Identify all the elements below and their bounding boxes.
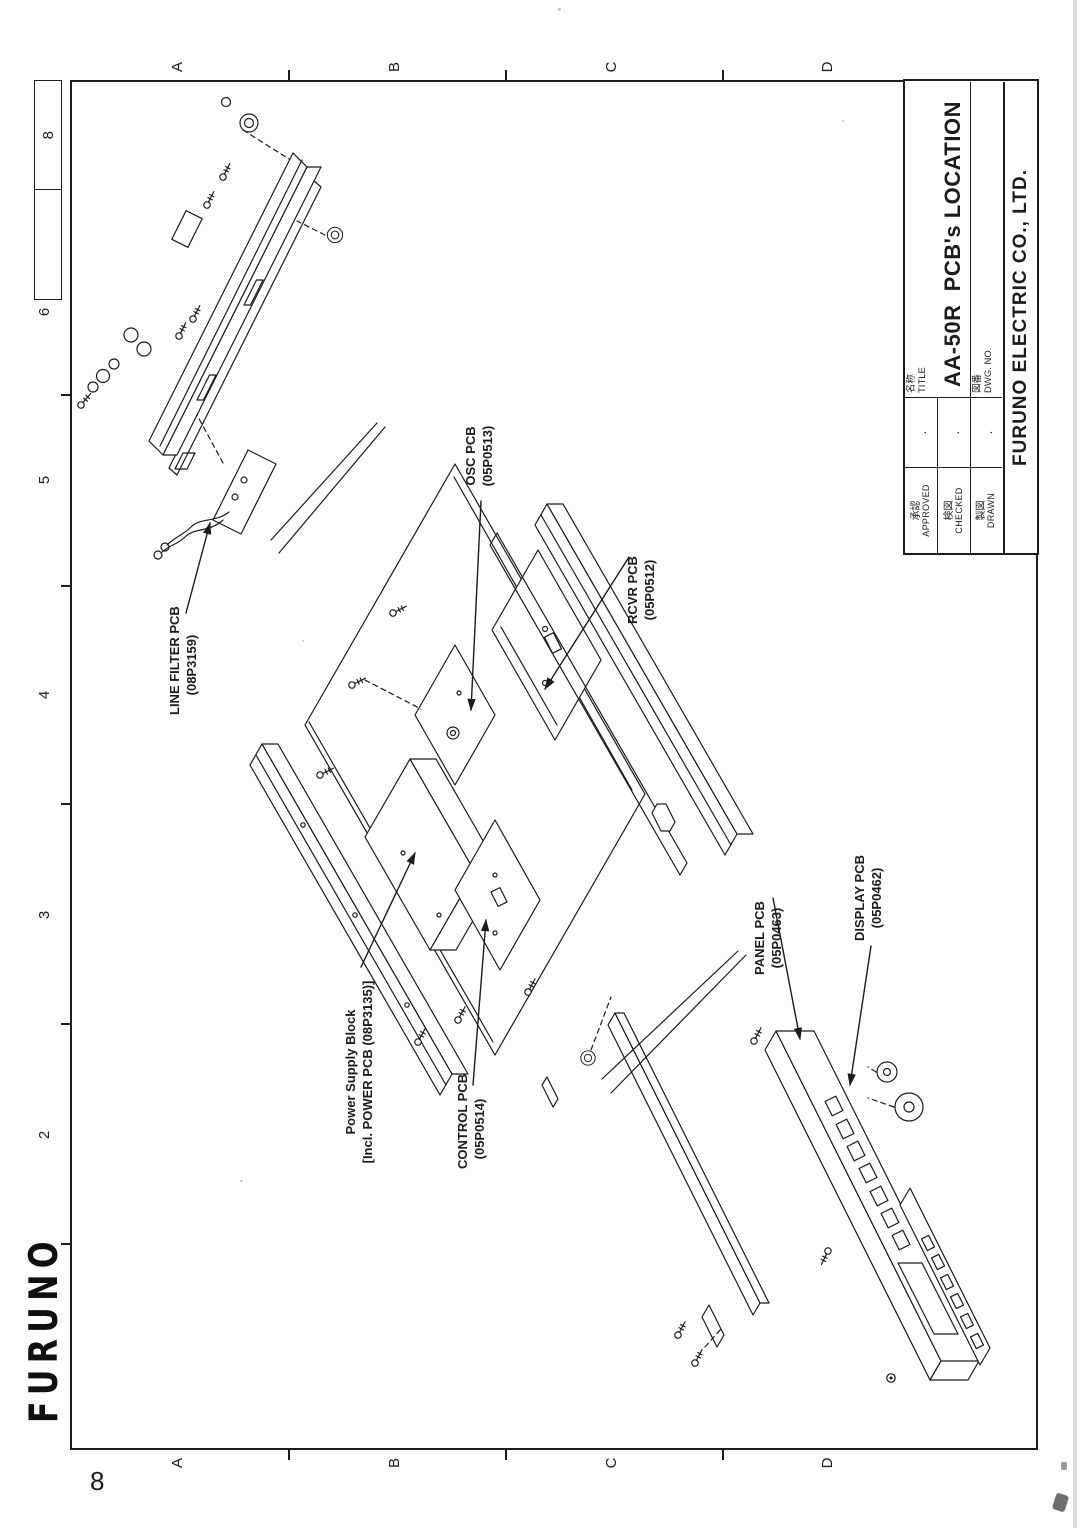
label-panel-pcb: PANEL PCB (05P0463) <box>752 897 786 979</box>
drawn-signature-cell: . <box>971 397 1002 467</box>
osc-pcb <box>414 644 496 786</box>
checked-label: 検図 CHECKED <box>938 467 970 553</box>
scan-speck <box>302 640 304 642</box>
label-line2: (05P0514) <box>471 1098 487 1160</box>
scan-blob-artifact <box>1061 1462 1067 1470</box>
round-connector-2 <box>326 226 344 244</box>
display-window <box>897 1262 959 1335</box>
company-name: FURUNO ELECTRIC CO., LTD. <box>1003 82 1037 553</box>
label-line2: (05P0512) <box>641 559 657 621</box>
front-panel-assembly <box>601 950 991 1383</box>
label-line2: (08P3159) <box>183 634 199 696</box>
approved-row: 承認 APPROVED . <box>905 397 938 553</box>
front-panel <box>764 1030 980 1381</box>
drawing-sheet: FURUNO 8 6 5 4 3 2 A B C D A B C D <box>22 55 1045 1475</box>
title-cell: 名称 TITLE AA-50R PCB's LOCATION <box>905 82 971 397</box>
drawing-title: AA-50R PCB's LOCATION <box>940 101 965 387</box>
label-line1: Power Supply Block <box>343 1009 358 1135</box>
checked-signature-cell: . <box>938 397 970 467</box>
drawn-label: 製図 DRAWN <box>971 467 1002 553</box>
label-line1: LINE FILTER PCB <box>167 606 182 715</box>
panel-rear-bracket <box>607 1012 770 1316</box>
label-control-pcb: CONTROL PCB (05P0514) <box>455 1073 489 1169</box>
label-line-filter-pcb: LINE FILTER PCB (08P3159) <box>167 606 201 715</box>
label-power-supply-block: Power Supply Block [Incl. POWER PCB (08P… <box>343 969 377 1175</box>
exploded-view-drawing <box>75 96 991 1383</box>
line-filter-pcb <box>153 449 277 560</box>
chassis-base-plate <box>304 463 646 1056</box>
callout-arrows <box>185 500 872 1087</box>
panel-end-bracket <box>701 1304 725 1348</box>
approved-signature-cell: . <box>905 397 937 467</box>
label-osc-pcb: OSC PCB (05P0513) <box>463 417 497 495</box>
page-number: 8 <box>90 1466 105 1496</box>
rcvr-pcb <box>491 549 602 741</box>
chassis-rail-rear <box>249 743 469 1096</box>
title-label: 名称 TITLE <box>906 367 928 393</box>
label-line1: OSC PCB <box>463 426 478 486</box>
title-block: 承認 APPROVED . 検図 CHECKED . 製図 DRAWN <box>903 79 1039 555</box>
round-connector <box>239 113 259 133</box>
chassis-rail-front <box>534 503 754 856</box>
scan-speck <box>558 8 561 11</box>
dwg-no-cell: 図番 DWG. NO. <box>971 82 1002 397</box>
label-line2: (05P0462) <box>868 867 884 929</box>
leader-arrow-power <box>360 851 416 968</box>
scan-edge-artifact <box>1073 0 1077 1528</box>
chassis-foot <box>651 803 676 832</box>
scan-blob-artifact <box>1051 1492 1070 1513</box>
leader-arrow-control <box>472 918 490 1086</box>
scan-speck <box>842 120 844 122</box>
assembly-leader-line <box>601 950 747 1094</box>
title-block-right: 名称 TITLE AA-50R PCB's LOCATION 図番 DWG. N… <box>905 82 1002 397</box>
label-line1: RCVR PCB <box>625 556 640 624</box>
dwg-no-label: 図番 DWG. NO. <box>972 347 994 393</box>
label-line2: (05P0513) <box>479 425 495 487</box>
terminal-block <box>171 210 203 248</box>
panel-knobs <box>867 1061 924 1122</box>
leader-arrow-line-filter <box>185 521 212 614</box>
label-display-pcb: DISPLAY PCB (05P0462) <box>852 855 886 941</box>
drawn-row: 製図 DRAWN . <box>971 397 1002 553</box>
label-line1: CONTROL PCB <box>455 1073 470 1169</box>
label-line1: DISPLAY PCB <box>852 855 867 941</box>
scan-speck <box>240 1180 243 1182</box>
keypad-bezel <box>899 1187 991 1366</box>
label-rcvr-pcb: RCVR PCB (05P0512) <box>625 551 659 629</box>
checked-row: 検図 CHECKED . <box>938 397 971 553</box>
label-line2: (05P0463) <box>768 907 784 969</box>
leader-arrow-osc <box>467 500 482 712</box>
main-chassis <box>249 463 754 1108</box>
approved-label: 承認 APPROVED <box>905 467 937 553</box>
leader-arrow-display <box>847 945 872 1087</box>
label-line1: PANEL PCB <box>752 901 767 975</box>
rear-panel-assembly <box>75 96 386 560</box>
label-line2: [Incl. POWER PCB (08P3135)] <box>359 980 375 1164</box>
leader-arrow-panel <box>772 897 803 1041</box>
leader-arrow-rcvr <box>544 556 630 691</box>
panel-buttons <box>824 1095 911 1251</box>
control-pcb <box>454 819 541 971</box>
title-block-signatures: 承認 APPROVED . 検図 CHECKED . 製図 DRAWN <box>905 397 1002 553</box>
mounting-bracket <box>541 1076 559 1108</box>
assembly-leader-line <box>270 422 386 554</box>
